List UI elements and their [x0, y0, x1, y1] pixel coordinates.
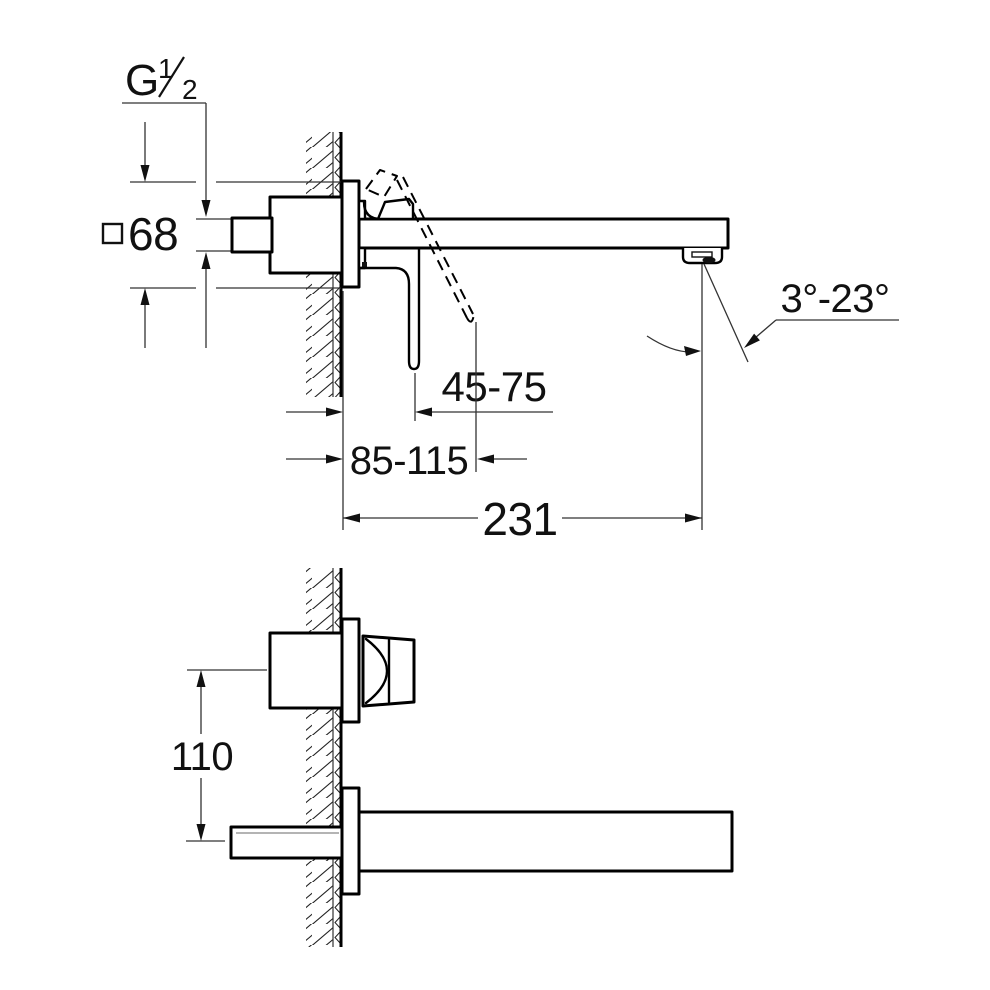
- square-symbol: [101, 222, 124, 245]
- aerator-slot: [691, 251, 713, 258]
- wall-chevron-hatching: [333, 568, 341, 947]
- escutcheon-plate: [340, 179, 361, 289]
- handle-grip: [376, 197, 415, 221]
- aerator-outlet: [702, 256, 716, 264]
- plan-view: 110: [171, 568, 734, 947]
- fraction-slash: [158, 56, 185, 98]
- side-elevation-view: 3°-23° G 1 2 68: [101, 53, 899, 545]
- spout: [357, 217, 730, 250]
- sleeve-detail: [362, 262, 367, 268]
- handle-concealed-body: [268, 631, 344, 710]
- dimension-spout-reach: 231: [342, 291, 702, 545]
- dim-arrowhead: [196, 824, 206, 841]
- thread-size-annotation: G 1 2: [122, 53, 211, 348]
- spout-escutcheon: [340, 786, 361, 896]
- dim-arrowhead: [685, 513, 702, 523]
- thread-prefix-label: G: [125, 56, 159, 105]
- stream-angled-line: [703, 263, 749, 363]
- escutcheon-extension-lines: [130, 181, 341, 289]
- dimension-lever-closed: 45-75: [286, 363, 553, 421]
- dim-arrowhead: [196, 670, 206, 687]
- spout-reach-label: 231: [482, 493, 557, 545]
- spout-plan: [357, 810, 734, 873]
- thread-numerator-label: 1: [158, 53, 173, 84]
- handle-lever-open-dashed: [365, 169, 475, 323]
- aerator-housing: [681, 248, 724, 265]
- spout-supply-pipe: [229, 825, 344, 860]
- dim-arrowhead: [415, 407, 432, 417]
- pipe-pointer-arrowhead: [201, 252, 211, 269]
- dimension-escutcheon-68: 68: [101, 122, 179, 348]
- handle-knob-plan: [361, 634, 416, 708]
- grip-rotated-outline: [365, 169, 398, 198]
- dim-arrowhead: [140, 165, 150, 182]
- handle-lever-closed: [357, 197, 421, 371]
- lever-closed-label: 45-75: [442, 363, 547, 410]
- angle-arc-arrowhead: [684, 346, 701, 356]
- thread-denominator-label: 2: [182, 74, 197, 105]
- wall-hatching: [306, 568, 333, 947]
- escutcheon-size-label: 68: [128, 208, 178, 260]
- knob-dome-arc: [364, 637, 389, 705]
- thread-leader-arrowhead: [201, 200, 211, 217]
- dim-arrowhead: [140, 288, 150, 305]
- handle-escutcheon: [340, 617, 361, 724]
- lever-blade: [357, 247, 421, 371]
- concealed-body: [268, 195, 344, 275]
- dimension-lever-open: 85-115: [286, 322, 527, 483]
- aerator: [681, 248, 724, 265]
- supply-pipe: [230, 216, 274, 254]
- spray-angle-label: 3°-23°: [780, 277, 889, 321]
- dim-arrowhead: [343, 513, 360, 523]
- dim-arrowhead: [326, 407, 343, 417]
- wall-section-bottom: [306, 568, 343, 947]
- lever-open-label: 85-115: [350, 439, 469, 483]
- center-distance-label: 110: [171, 735, 233, 779]
- dimension-center-distance: 110: [171, 669, 267, 842]
- spray-angle-annotation: 3°-23°: [646, 263, 899, 530]
- dim-arrowhead: [326, 454, 343, 464]
- dim-arrowhead: [477, 454, 494, 464]
- angle-leader-arrowhead: [744, 333, 760, 348]
